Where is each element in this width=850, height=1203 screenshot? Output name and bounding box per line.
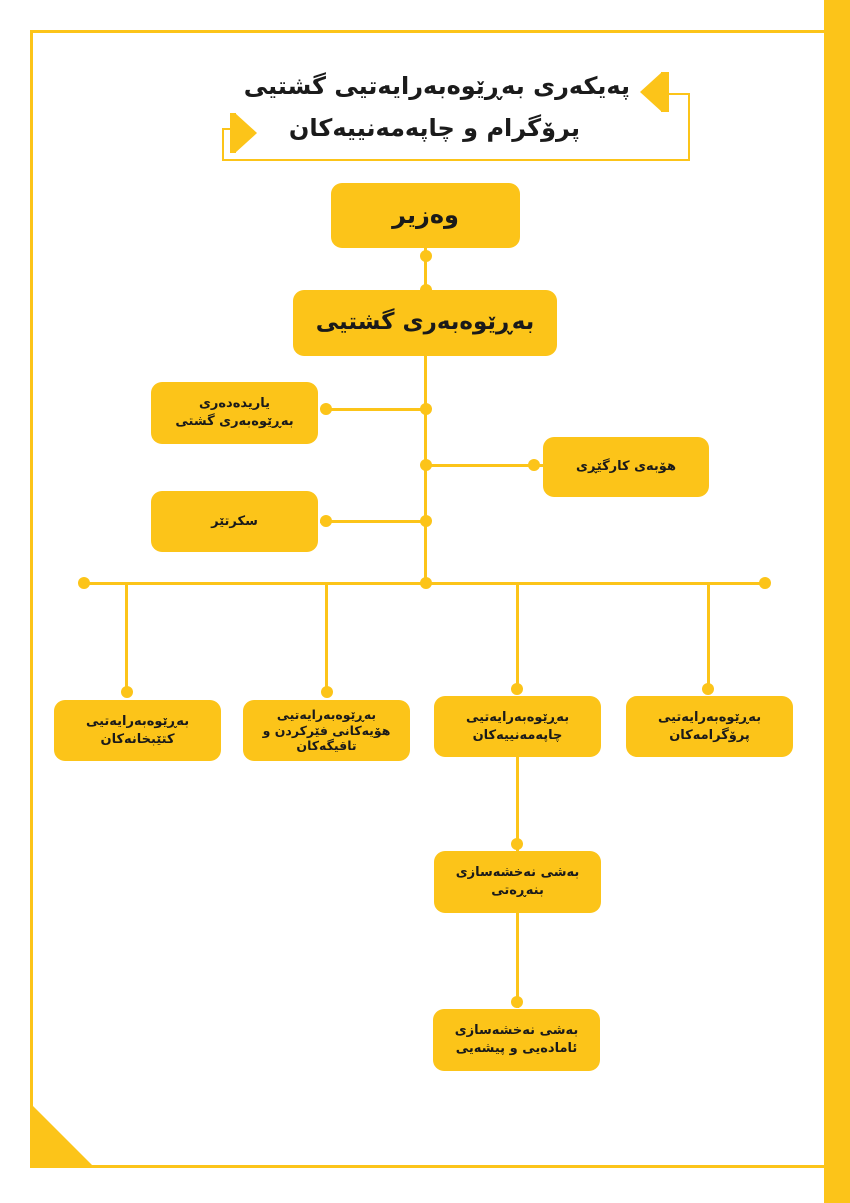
connector-drop-training bbox=[325, 584, 328, 690]
connector-dot bbox=[320, 515, 332, 527]
connector-dot bbox=[420, 515, 432, 527]
connector-dot bbox=[321, 686, 333, 698]
node-director-general: بەڕێوەبەری گشتیی bbox=[293, 290, 557, 356]
node-dept-libraries: بەڕێوەبەرایەتیی کتێبخانەکان bbox=[54, 700, 221, 761]
connector-dot bbox=[511, 683, 523, 695]
node-dept-training: بەڕێوەبەرایەتیی هۆیەکانی فێرکردن و تاقیگ… bbox=[243, 700, 410, 761]
connector-dot bbox=[511, 996, 523, 1008]
connector-dot bbox=[759, 577, 771, 589]
node-publications-line1: بەڕێوەبەرایەتیی bbox=[465, 709, 570, 725]
title-arrow-right-bar bbox=[661, 72, 669, 112]
connector-assistant bbox=[330, 408, 426, 411]
connector-dot bbox=[121, 686, 133, 698]
node-publications-line2: چاپەمەنییەکان bbox=[472, 727, 563, 743]
node-secretary-label: سکرتێر bbox=[211, 513, 258, 529]
title-bracket-top bbox=[668, 93, 690, 95]
title-bracket-right bbox=[688, 93, 690, 161]
connector-dot bbox=[702, 683, 714, 695]
connector-dot bbox=[420, 577, 432, 589]
node-prep-line1: بەشی نەخشەسازی bbox=[454, 1023, 579, 1039]
title-line-1: پەیکەری بەڕێوەبەرایەتیی گشتیی bbox=[243, 72, 630, 100]
right-accent-bar bbox=[824, 0, 850, 1203]
node-libraries-line1: بەڕێوەبەرایەتیی bbox=[85, 713, 190, 729]
connector-basic-prep bbox=[516, 912, 519, 1008]
connector-dot bbox=[528, 459, 540, 471]
connector-drop-publications bbox=[516, 584, 519, 690]
node-assistant-line2: بەڕێوەبەری گشتی bbox=[175, 414, 294, 429]
connector-minister-dg bbox=[424, 248, 427, 290]
connector-dot bbox=[511, 838, 523, 850]
corner-triangle bbox=[33, 1106, 95, 1168]
page-frame bbox=[30, 30, 824, 1168]
node-section-prep: بەشی نەخشەسازی ئامادەیی و پیشەیی bbox=[433, 1009, 600, 1071]
node-training-line2: هۆیەکانی فێرکردن و bbox=[262, 722, 391, 738]
connector-dot bbox=[420, 459, 432, 471]
node-programs-line1: بەڕێوەبەرایەتیی bbox=[657, 709, 762, 725]
node-minister-label: وەزیر bbox=[392, 201, 459, 230]
node-training-line3: تاقیگەکان bbox=[296, 738, 357, 754]
node-assistant-line1: یاریدەدەری bbox=[198, 396, 271, 412]
node-secretary: سکرتێر bbox=[151, 491, 318, 552]
connector-dot bbox=[320, 403, 332, 415]
node-basic-line1: بەشی نەخشەسازی bbox=[455, 865, 580, 881]
connector-dot bbox=[420, 250, 432, 262]
connector-dot bbox=[78, 577, 90, 589]
connector-drop-programs bbox=[707, 584, 710, 690]
node-executive-board-label: هۆبەی کارگێڕی bbox=[576, 459, 676, 475]
connector-exec-board bbox=[426, 464, 544, 467]
node-programs-line2: پرۆگرامەکان bbox=[669, 727, 750, 743]
title-bracket-left bbox=[222, 128, 224, 161]
connector-secretary bbox=[320, 520, 426, 523]
connector-publications-basic bbox=[516, 756, 519, 852]
title-arrow-left-icon bbox=[235, 113, 257, 153]
connector-drop-libraries bbox=[125, 584, 128, 690]
connector-dot bbox=[420, 403, 432, 415]
title-line-2: پرۆگرام و چاپەمەنییەکان bbox=[288, 114, 580, 142]
title-arrow-left-bar bbox=[230, 113, 236, 153]
node-dept-programs: بەڕێوەبەرایەتیی پرۆگرامەکان bbox=[626, 696, 793, 757]
node-director-general-label: بەڕێوەبەری گشتیی bbox=[315, 309, 535, 336]
title-bracket-bottom bbox=[222, 159, 690, 161]
node-section-basic: بەشی نەخشەسازی بنەڕەتی bbox=[434, 851, 601, 913]
node-basic-line2: بنەڕەتی bbox=[491, 883, 544, 898]
node-assistant-dg: یاریدەدەری بەڕێوەبەری گشتی bbox=[151, 382, 318, 444]
node-minister: وەزیر bbox=[331, 183, 520, 248]
node-executive-board: هۆبەی کارگێڕی bbox=[543, 437, 709, 497]
node-training-line1: بەڕێوەبەرایەتیی bbox=[276, 707, 377, 723]
node-libraries-line2: کتێبخانەکان bbox=[100, 731, 175, 747]
node-prep-line2: ئامادەیی و پیشەیی bbox=[455, 1041, 578, 1056]
node-dept-publications: بەڕێوەبەرایەتیی چاپەمەنییەکان bbox=[434, 696, 601, 757]
title-arrow-right-icon bbox=[640, 72, 662, 112]
